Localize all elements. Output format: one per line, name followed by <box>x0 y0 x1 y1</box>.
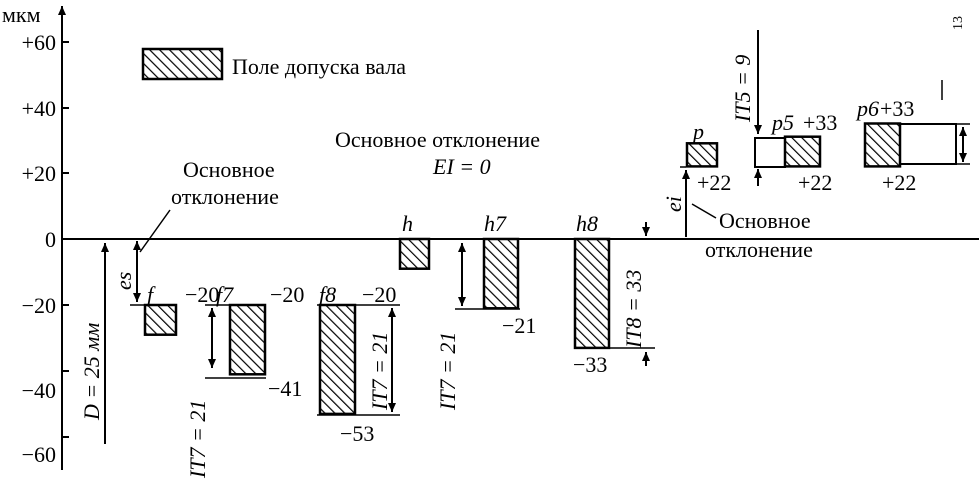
zone-f7 <box>228 303 267 376</box>
zone-p6 <box>863 122 902 168</box>
zone-lower-label-p5: +22 <box>798 170 832 195</box>
tick-label: −20 <box>22 293 56 318</box>
zone-lower-label-p6: +22 <box>882 170 916 195</box>
zone-name-f8: f8 <box>319 282 336 307</box>
zone-upper-label-f8: −20 <box>362 282 396 307</box>
corner-fragment: 13 <box>951 16 966 30</box>
main-deviation-left-1: Основное <box>183 157 275 182</box>
zone-f8 <box>318 303 357 416</box>
zone-lower-label-f7: −41 <box>268 376 302 401</box>
axis-unit: мкм <box>2 2 41 27</box>
tick-label: −60 <box>22 442 56 467</box>
diameter-label: D = 25 мм <box>79 323 104 421</box>
leader-line <box>691 203 717 219</box>
zone-name-p5: p5 <box>770 110 794 135</box>
zone-upper-label-f7: −20 <box>270 282 304 307</box>
it5-label: IT5 = 9 <box>730 55 755 123</box>
zone-name-h8: h8 <box>576 211 598 236</box>
ei-equals-zero: EI = 0 <box>432 154 491 179</box>
it7-f7-label: IT7 = 21 <box>185 400 210 479</box>
zone-p5 <box>783 135 822 168</box>
main-deviation-right-1: Основное <box>719 208 811 233</box>
p6-white-box <box>899 123 957 165</box>
tick-label: 0 <box>45 227 56 252</box>
zone-h7 <box>482 237 520 310</box>
zone-upper-label-f: −20 <box>185 282 219 307</box>
leader-line <box>139 209 171 253</box>
zone-name-p6: p6 <box>855 96 879 121</box>
legend-swatch <box>141 47 224 81</box>
zone-h8 <box>573 237 611 350</box>
zone-h <box>398 237 431 270</box>
zone-name-p: p <box>691 119 704 144</box>
zone-upper-label-p6: +33 <box>880 96 914 121</box>
zone-name-f7: f7 <box>216 282 234 307</box>
es-label: es <box>111 272 136 290</box>
zone-name-h7: h7 <box>484 211 507 236</box>
ei-label: ei <box>661 196 686 212</box>
zone-f <box>143 303 178 336</box>
zone-lower-label-f8: −53 <box>340 421 374 446</box>
main-deviation-left-2: отклонение <box>171 184 279 209</box>
tick-label: −40 <box>22 378 56 403</box>
main-deviation-center: Основное отклонение <box>335 127 540 152</box>
zone-lower-label-h7: −21 <box>502 313 536 338</box>
p5-white-box <box>754 137 786 168</box>
zone-p <box>685 142 719 168</box>
tick-label: +20 <box>22 161 56 186</box>
zone-upper-label-p5: +33 <box>803 110 837 135</box>
zone-name-f: f <box>147 282 156 307</box>
zone-lower-label-p: +22 <box>697 170 731 195</box>
it7-h7-label: IT7 = 21 <box>435 332 460 411</box>
it8-h8-label: IT8 = 33 <box>621 270 646 349</box>
zone-lower-label-h8: −33 <box>573 352 607 377</box>
legend-label: Поле допуска вала <box>232 54 406 79</box>
y-axis: мкм +60 +40 +20 0 −20 −40 −60 <box>2 2 69 470</box>
tick-label: +40 <box>22 96 56 121</box>
it7-f8-label: IT7 = 21 <box>367 332 392 411</box>
legend: Поле допуска вала <box>141 47 406 81</box>
main-deviation-right-2: отклонение <box>705 237 813 262</box>
zone-name-h: h <box>402 211 413 236</box>
tick-label: +60 <box>22 30 56 55</box>
